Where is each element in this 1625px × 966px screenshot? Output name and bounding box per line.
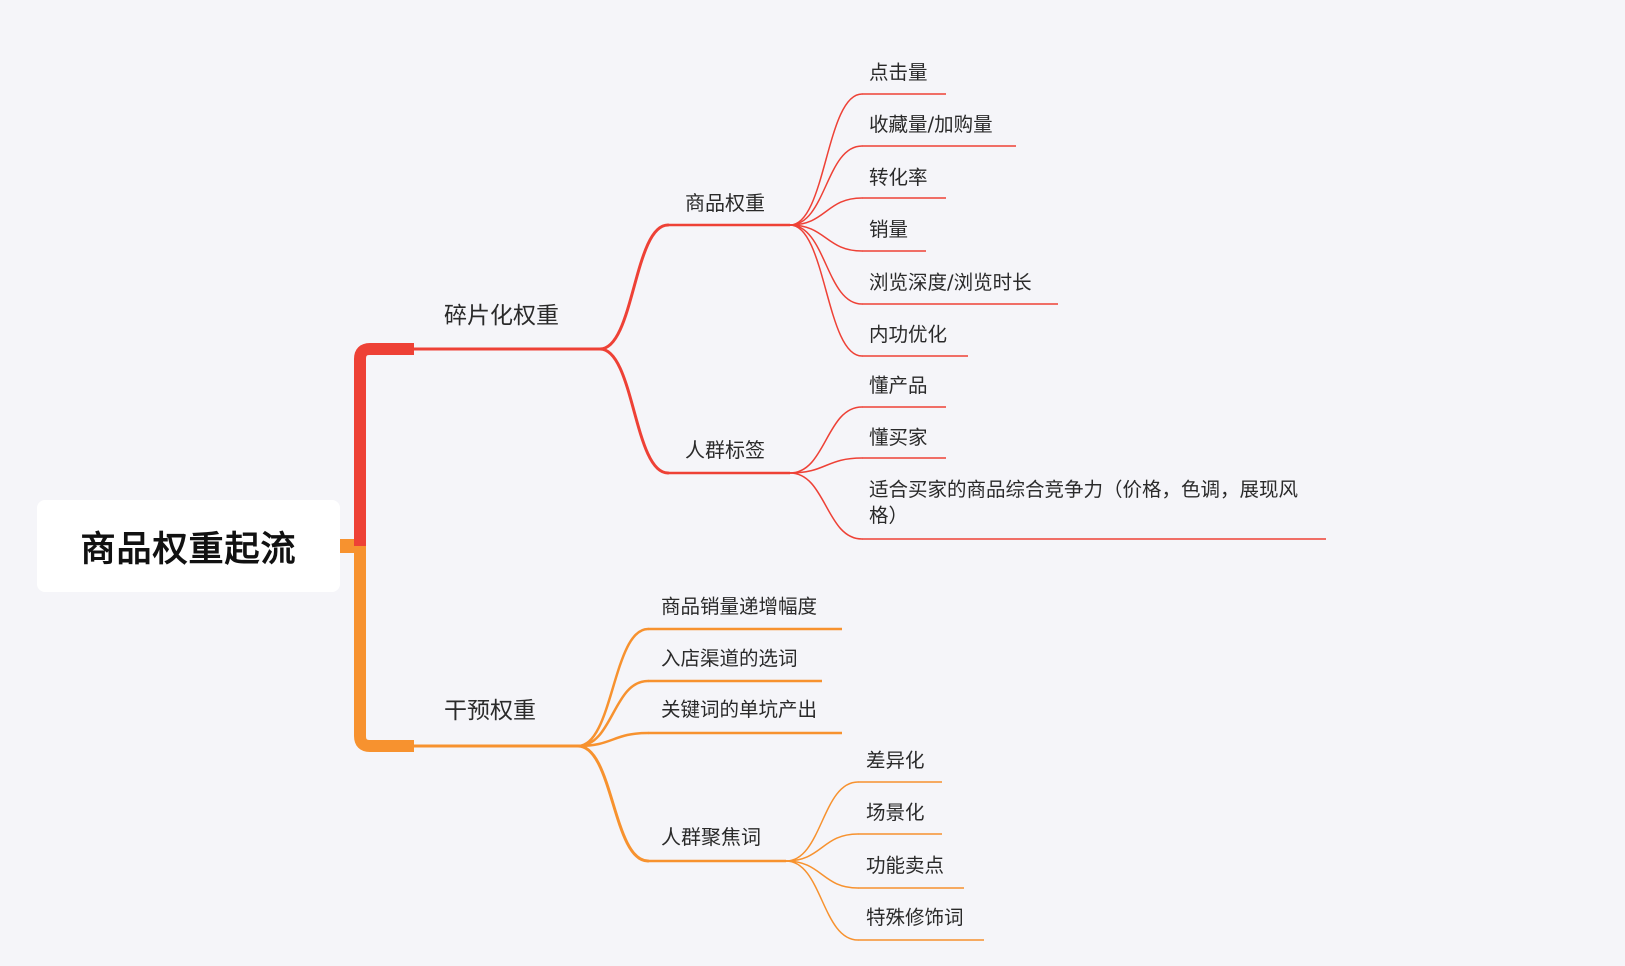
trunk-orange bbox=[354, 546, 414, 752]
link-b2-leaf-0 bbox=[576, 627, 650, 748]
leaf-know-product[interactable]: 懂产品 bbox=[869, 374, 928, 397]
branch-intervention-weight[interactable]: 干预权重 bbox=[444, 698, 536, 724]
leaf-internal-optimization[interactable]: 内功优化 bbox=[869, 323, 948, 346]
link-leaf-0 bbox=[789, 93, 863, 226]
link-leaf-4 bbox=[789, 224, 863, 305]
leaf-scenario[interactable]: 场景化 bbox=[866, 801, 925, 824]
topic-crowd-tags[interactable]: 人群标签 bbox=[685, 438, 765, 462]
link-cf-leaf-3 bbox=[785, 860, 859, 941]
topic-product-weight[interactable]: 商品权重 bbox=[685, 191, 765, 215]
leaf-feature-selling-point[interactable]: 功能卖点 bbox=[866, 854, 945, 877]
link-crowd-leaf-2 bbox=[789, 472, 863, 540]
branch-fragmented-weight[interactable]: 碎片化权重 bbox=[444, 303, 559, 329]
link-b2-leaf-2 bbox=[576, 731, 650, 748]
link-crowd-leaf-1 bbox=[789, 457, 863, 474]
link-product-weight bbox=[598, 223, 670, 351]
link-crowd-tags bbox=[598, 347, 670, 475]
root-label: 商品权重起流 bbox=[80, 529, 297, 570]
link-cf-leaf-1 bbox=[785, 833, 859, 862]
leaf-special-modifiers[interactable]: 特殊修饰词 bbox=[866, 906, 964, 929]
leaf-channel-keywords[interactable]: 入店渠道的选词 bbox=[661, 647, 798, 670]
link-leaf-2 bbox=[789, 197, 863, 226]
leaf-know-buyer[interactable]: 懂买家 bbox=[869, 426, 928, 449]
link-cf-leaf-2 bbox=[785, 860, 859, 889]
leaf-differentiation[interactable]: 差异化 bbox=[866, 749, 925, 772]
leaf-clicks[interactable]: 点击量 bbox=[869, 61, 928, 84]
link-b2-leaf-1 bbox=[576, 679, 650, 748]
leaf-conversion-rate[interactable]: 转化率 bbox=[869, 166, 928, 189]
link-crowd-leaf-0 bbox=[789, 406, 863, 474]
root-node[interactable]: 商品权重起流 bbox=[37, 500, 340, 592]
link-leaf-3 bbox=[789, 224, 863, 252]
leaf-browse-depth[interactable]: 浏览深度/浏览时长 bbox=[869, 271, 1032, 294]
link-leaf-1 bbox=[789, 145, 863, 226]
link-cf-leaf-0 bbox=[785, 781, 859, 862]
leaf-favorites-cart[interactable]: 收藏量/加购量 bbox=[869, 113, 993, 136]
leaf-sales-growth[interactable]: 商品销量递增幅度 bbox=[661, 595, 818, 618]
leaf-sales-volume[interactable]: 销量 bbox=[869, 218, 909, 241]
topic-crowd-focus-words[interactable]: 人群聚焦词 bbox=[661, 825, 761, 849]
link-leaf-5 bbox=[789, 224, 863, 357]
leaf-keyword-output[interactable]: 关键词的单坑产出 bbox=[661, 698, 818, 721]
trunk-red bbox=[354, 343, 414, 546]
leaf-competitiveness[interactable]: 适合买家的商品综合竞争力（价格，色调，展现风格） bbox=[869, 478, 1299, 527]
link-crowd-focus bbox=[576, 744, 650, 863]
